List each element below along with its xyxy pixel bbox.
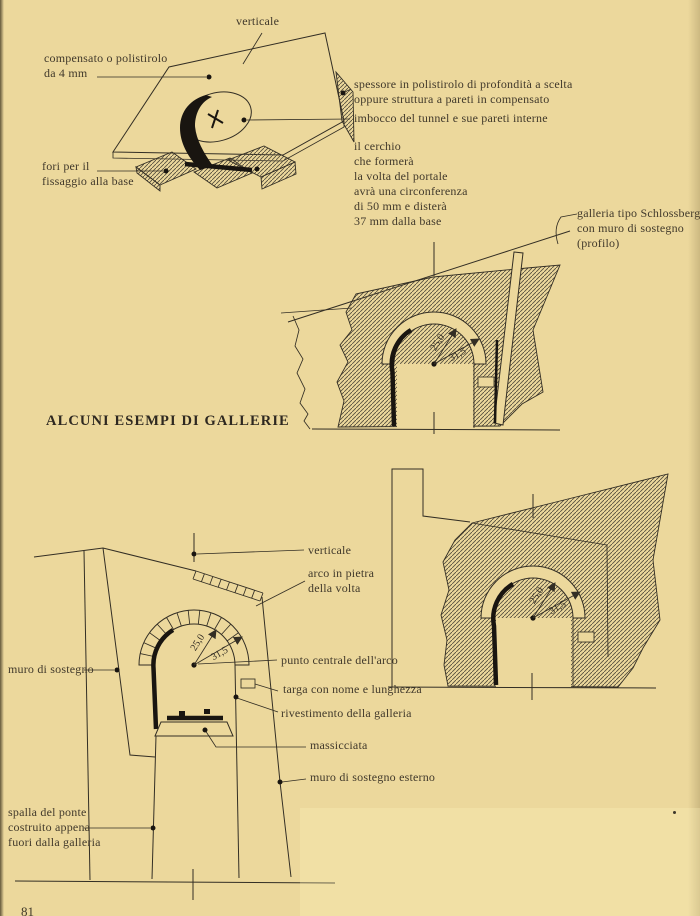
rail-pin-right [204, 709, 210, 714]
section-heading: ALCUNI ESEMPI DI GALLERIE [46, 413, 290, 429]
label-muro-sostegno: muro di sostegno [8, 662, 94, 676]
radius-arrow-outer [193, 636, 243, 666]
targa-leader [254, 683, 279, 692]
muro-sostegno-dot [114, 667, 120, 673]
portal-opening [397, 364, 473, 428]
outer-support-wall-line [261, 596, 292, 878]
fori-dot-left [163, 168, 169, 174]
retaining-wall-outer-line [83, 550, 91, 881]
scan-speck [673, 811, 676, 814]
label-spalla: spalla del ponte costruito appena fuori … [8, 805, 101, 849]
massicciata-leader [204, 729, 306, 748]
retaining-wall-inner-line [102, 547, 156, 758]
construction-diagram [97, 32, 355, 192]
label-spessore: spessore in polistirolo di profondità a … [354, 77, 573, 106]
page-number: 81 [21, 904, 34, 916]
verticale-slash [242, 32, 263, 65]
spessore-dot [340, 90, 346, 96]
massicciata-dot [202, 727, 208, 733]
ground-baseline [387, 686, 657, 689]
polystyrene-side-wall [335, 70, 355, 143]
rivestimento-leader [236, 697, 279, 713]
coping-stone-row [192, 570, 264, 602]
ballast-trapezoid [154, 721, 234, 737]
label-cerchio: il cerchio che formerà la volta del port… [354, 139, 468, 228]
punto-leader [197, 659, 278, 665]
imbocco-leader [246, 118, 351, 121]
gallery-lining-line [234, 664, 240, 879]
spalla-dot [150, 825, 156, 831]
radius-arrow-inner [532, 582, 556, 619]
compensato-dot [206, 74, 212, 80]
opening-black-band [389, 328, 413, 427]
spessore-leader [344, 88, 352, 93]
label-imbocco: imbocco del tunnel e sue pareti interne [354, 111, 548, 125]
label-rivestimento: rivestimento della galleria [281, 706, 412, 720]
radius-arrow-inner [433, 328, 457, 365]
name-plaque [577, 631, 595, 643]
name-plaque [240, 678, 256, 689]
fori-dot-right [254, 166, 260, 172]
label-hook [555, 213, 578, 245]
portal-face-panel-lines [471, 522, 609, 658]
label-verticale-top: verticale [236, 14, 280, 28]
rail-pin-left [179, 711, 185, 716]
scan-edge-right [688, 0, 700, 916]
base-pad-right-side [260, 161, 297, 190]
scan-sheen [300, 808, 700, 916]
ground-baseline [311, 428, 561, 431]
cross-tick [280, 307, 353, 314]
arch-ring [381, 311, 487, 365]
radius-arrow-inner [193, 629, 217, 666]
portal-opening [496, 618, 571, 687]
verticale-dot [191, 551, 197, 557]
label-galleria-tipo: galleria tipo Schlossberg con muro di so… [577, 206, 700, 250]
label-massicciata: massicciata [310, 738, 368, 752]
opening-black-band [491, 582, 515, 686]
rock-profile-diagram: 25,0 31,5 [387, 468, 669, 700]
label-fori: fori per il fissaggio alla base [42, 159, 134, 188]
leaning-wall-plank [493, 251, 524, 426]
ground-baseline [14, 880, 336, 884]
radius-arrow-outer [532, 591, 581, 619]
hillside-line [287, 230, 571, 323]
tunnel-inner-wall-black [180, 95, 213, 170]
radius-arrow-outer [433, 338, 480, 365]
verticale-leader [196, 549, 305, 555]
muro-esterno-dot [277, 779, 283, 785]
label-arco: arco in pietra della volta [308, 566, 375, 595]
hill-top-line [33, 547, 197, 572]
voussoir-joints [139, 610, 239, 666]
schlossberg-profile-diagram: 25,0 31,5 [280, 213, 578, 434]
portal-center-cross [207, 109, 224, 129]
muro-esterno-leader [281, 778, 307, 783]
imbocco-dot [241, 117, 247, 123]
name-plaque [477, 376, 495, 388]
base-pad-middle [193, 157, 253, 189]
arco-leader [255, 580, 306, 607]
broken-edge-wiggle [292, 315, 311, 430]
scan-edge-left [0, 0, 4, 916]
label-targa: targa con nome e lunghezza [283, 682, 422, 696]
plank-dark-edge [493, 339, 499, 424]
radius-outer-value: 31,5 [209, 645, 230, 663]
label-muro-esterno: muro di sostegno esterno [310, 770, 436, 784]
abutment-left-edge [151, 735, 157, 880]
label-punto-centrale: punto centrale dell'arco [281, 653, 398, 667]
opening-black-band [151, 628, 175, 730]
board-thickness-edge [112, 121, 345, 162]
radius-inner-value: 25,0 [189, 632, 208, 653]
label-verticale-front: verticale [308, 543, 352, 557]
label-compensato: compensato o polistirolo da 4 mm [44, 51, 168, 80]
rivestimento-dot [233, 694, 239, 700]
pier-column [391, 468, 471, 687]
